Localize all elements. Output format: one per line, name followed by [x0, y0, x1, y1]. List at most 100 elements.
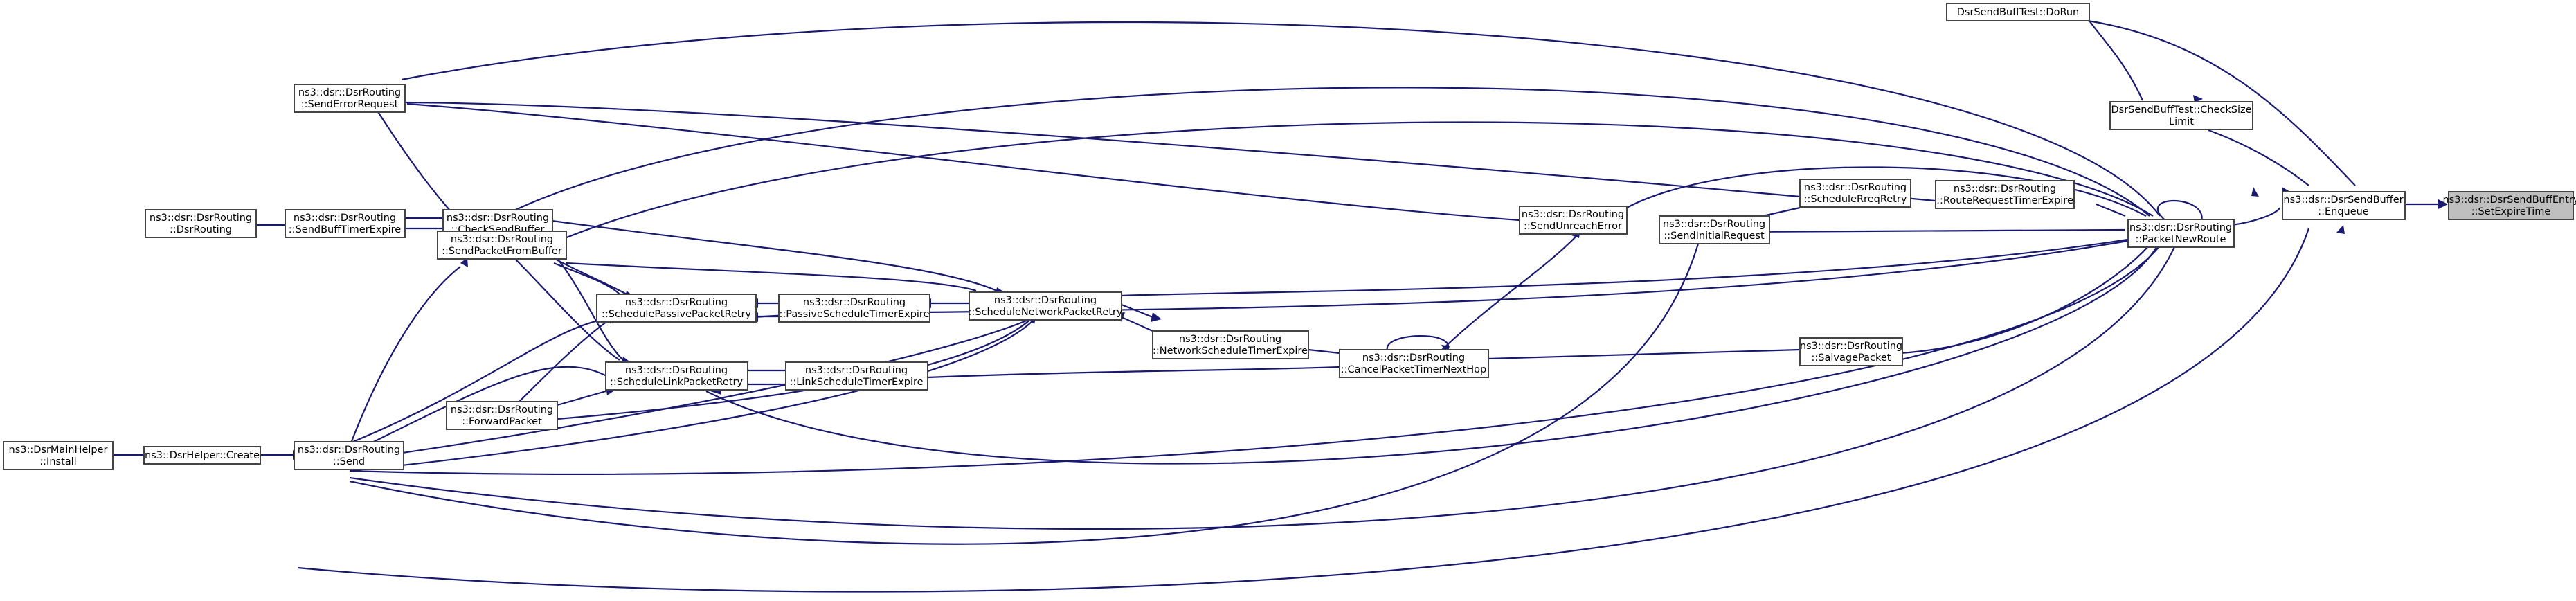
- node-send[interactable]: ns3::dsr::DsrRouting ::Send: [294, 441, 404, 470]
- node-setexpiretime[interactable]: ns3::dsr::DsrSendBuffEntry ::SetExpireTi…: [2443, 191, 2576, 220]
- node-schedulelinkpacketretry[interactable]: ns3::dsr::DsrRouting ::ScheduleLinkPacke…: [605, 361, 748, 391]
- node-label: ns3::dsr::DsrRouting: [451, 234, 553, 245]
- node-dorun[interactable]: DsrSendBuffTest::DoRun: [1946, 3, 2090, 21]
- node-label: ::SchedulePassivePacketRetry: [602, 309, 751, 320]
- node-label: ::ForwardPacket: [462, 416, 542, 427]
- node-label: ns3::dsr::DsrRouting: [625, 365, 728, 376]
- edge-sendfrombuffer-to-packetnewroute: [546, 121, 2154, 247]
- arrowhead: [2438, 199, 2448, 209]
- node-label: ::DsrRouting: [170, 224, 232, 235]
- edge-sendfrombuffer-to-schedlink: [515, 259, 620, 361]
- node-label: ::SetExpireTime: [2471, 206, 2551, 217]
- node-senderrorrequest[interactable]: ns3::dsr::DsrRouting ::SendErrorRequest: [294, 84, 406, 113]
- edge-salvage-to-packetnewroute: [1900, 240, 2154, 355]
- node-label: ::Send: [333, 456, 365, 467]
- arrowhead: [460, 258, 468, 267]
- node-label: ::SendInitialRequest: [1664, 231, 1765, 242]
- node-label: ns3::dsr::DsrRouting: [1804, 182, 1907, 193]
- node-sendunreacherror[interactable]: ns3::dsr::DsrRouting ::SendUnreachError: [1519, 206, 1628, 235]
- edge-packetnewroute-to-schednetwork: [1121, 237, 2133, 297]
- edge-packetnewroute-to-sendinitial: [1733, 228, 2126, 233]
- node-label: ns3::dsr::DsrRouting: [447, 213, 549, 224]
- node-label: ::SendBuffTimerExpire: [289, 224, 401, 235]
- edge-sendunreach-to-senderror: [406, 102, 1520, 222]
- node-label: ns3::dsr::DsrRouting: [294, 213, 396, 224]
- node-label: ns3::dsr::DsrSendBuffEntry: [2443, 195, 2576, 206]
- node-label: ns3::dsr::DsrRouting: [298, 87, 401, 98]
- edge-send-to-sendinitial: [349, 238, 1701, 545]
- edge-sendfrombuffer-to-schednetwork: [566, 262, 977, 292]
- node-label: ns3::dsr::DsrSendBuffer: [2283, 195, 2403, 206]
- node-sendbufftimerexpire[interactable]: ns3::dsr::DsrRouting ::SendBuffTimerExpi…: [285, 209, 406, 238]
- node-cancelpackettimernexthop[interactable]: ns3::dsr::DsrRouting ::CancelPacketTimer…: [1339, 349, 1489, 378]
- node-linkscheduletimerexpire[interactable]: ns3::dsr::DsrRouting ::LinkScheduleTimer…: [785, 361, 928, 391]
- node-label: ns3::dsr::DsrRouting: [994, 295, 1097, 306]
- edge-networktimer-to-schednetwork: [1121, 316, 1153, 332]
- edge-packetnewroute-self: [2156, 200, 2203, 222]
- node-label: ns3::DsrMainHelper: [9, 445, 108, 456]
- edge-schednetwork-to-networktimer: [1121, 303, 1153, 319]
- edge-linktimer-to-canceltimer: [927, 366, 1340, 379]
- edge-dorun-to-checksize: [2089, 20, 2144, 101]
- node-label: ns3::dsr::DsrRouting: [1800, 341, 1902, 352]
- node-forwardpacket[interactable]: ns3::dsr::DsrRouting ::ForwardPacket: [446, 401, 558, 430]
- node-label: ns3::dsr::DsrRouting: [2129, 222, 2232, 233]
- node-dsrrouting-constructor[interactable]: ns3::dsr::DsrRouting ::DsrRouting: [145, 209, 257, 238]
- node-label: ns3::dsr::DsrRouting: [1522, 209, 1624, 220]
- node-schedulenetworkpacketretry[interactable]: ns3::dsr::DsrRouting ::ScheduleNetworkPa…: [969, 291, 1123, 321]
- nodes: ns3::dsr::DsrSendBuffEntry ::SetExpireTi…: [3, 3, 2576, 470]
- edge-dorun-to-enqueue: [2087, 19, 2356, 186]
- node-label: ::SendUnreachError: [1524, 221, 1622, 232]
- arrowhead: [2336, 225, 2345, 234]
- node-label: ::CancelPacketTimerNextHop: [1341, 364, 1487, 375]
- node-salvagepacket[interactable]: ns3::dsr::DsrRouting ::SalvagePacket: [1799, 337, 1903, 366]
- node-sendinitialrequest[interactable]: ns3::dsr::DsrRouting ::SendInitialReques…: [1659, 215, 1770, 244]
- node-label: ::PassiveScheduleTimerExpire: [779, 309, 929, 320]
- edge-checksendbuffer-to-packetnewroute: [505, 87, 2150, 217]
- arrowhead: [1151, 312, 1162, 322]
- node-label: ns3::dsr::DsrRouting: [1954, 183, 2056, 195]
- node-label: ::Install: [39, 456, 76, 467]
- node-label: ::Enqueue: [2318, 206, 2369, 217]
- node-routerequesttimerexpire[interactable]: ns3::dsr::DsrRouting ::RouteRequestTimer…: [1935, 180, 2075, 209]
- node-label: ::LinkScheduleTimerExpire: [789, 377, 923, 388]
- node-packetnewroute[interactable]: ns3::dsr::DsrRouting ::PacketNewRoute: [2127, 219, 2235, 248]
- edge-send-to-packetnewroute-2: [349, 240, 2179, 530]
- node-label: ns3::DsrHelper::Create: [145, 450, 260, 461]
- edge-canceltimer-self: [1386, 335, 1450, 352]
- edge-canceltimer-to-sendunreach: [1439, 235, 1578, 352]
- edge-send-to-sendfrombuffer: [348, 266, 461, 447]
- edge-routereqtimer-to-packetnewroute: [2096, 203, 2126, 217]
- node-label: ::ScheduleRreqRetry: [1804, 194, 1907, 205]
- edge-checksendbuffer-to-schednetwork: [546, 219, 998, 292]
- edge-send-to-schednetwork: [349, 317, 1032, 462]
- edge-send-to-schednetwork-2: [349, 318, 1036, 472]
- edge-checksize-to-enqueue: [2208, 129, 2309, 186]
- node-networkscheduletimerexpire[interactable]: ns3::dsr::DsrRouting ::NetworkScheduleTi…: [1152, 330, 1309, 359]
- node-label: DsrSendBuffTest::CheckSize: [2111, 105, 2251, 116]
- edge-schedlink-to-packetnewroute: [705, 240, 2161, 465]
- node-dsrhelper-create[interactable]: ns3::DsrHelper::Create: [143, 446, 261, 465]
- edge-networktimer-to-canceltimer: [1308, 348, 1340, 355]
- edge-send-to-schedpassive: [349, 317, 610, 445]
- node-checksizelimit[interactable]: DsrSendBuffTest::CheckSize Limit: [2109, 101, 2253, 130]
- node-enqueue[interactable]: ns3::dsr::DsrSendBuffer ::Enqueue: [2282, 191, 2406, 220]
- node-label: ns3::dsr::DsrRouting: [1663, 219, 1765, 230]
- node-dsrmainhelper-install[interactable]: ns3::DsrMainHelper ::Install: [3, 441, 114, 470]
- node-label: ::ScheduleLinkPacketRetry: [610, 377, 744, 388]
- node-sendpacketfrombuffer[interactable]: ns3::dsr::DsrRouting ::SendPacketFromBuf…: [437, 231, 567, 260]
- edge-packetnewroute-to-schedpassive: [754, 237, 2140, 319]
- node-label: ::SendPacketFromBuffer: [442, 246, 562, 257]
- node-label: ::SendErrorRequest: [301, 99, 399, 110]
- node-label: ns3::dsr::DsrRouting: [1179, 334, 1281, 345]
- node-passivescheduletimerexpire[interactable]: ns3::dsr::DsrRouting ::PassiveScheduleTi…: [778, 294, 930, 323]
- node-schedulepassivepacketretry[interactable]: ns3::dsr::DsrRouting ::SchedulePassivePa…: [596, 294, 757, 323]
- node-label: ::NetworkScheduleTimerExpire: [1153, 346, 1308, 357]
- node-label: ns3::dsr::DsrRouting: [1362, 352, 1465, 364]
- arrowhead: [2251, 187, 2259, 197]
- edge-send-to-schedlink: [349, 366, 610, 454]
- node-scheduleRreqRetry[interactable]: ns3::dsr::DsrRouting ::ScheduleRreqRetry: [1799, 179, 1911, 208]
- node-label: ::SalvagePacket: [1812, 352, 1891, 364]
- node-label: ::RouteRequestTimerExpire: [1936, 195, 2073, 206]
